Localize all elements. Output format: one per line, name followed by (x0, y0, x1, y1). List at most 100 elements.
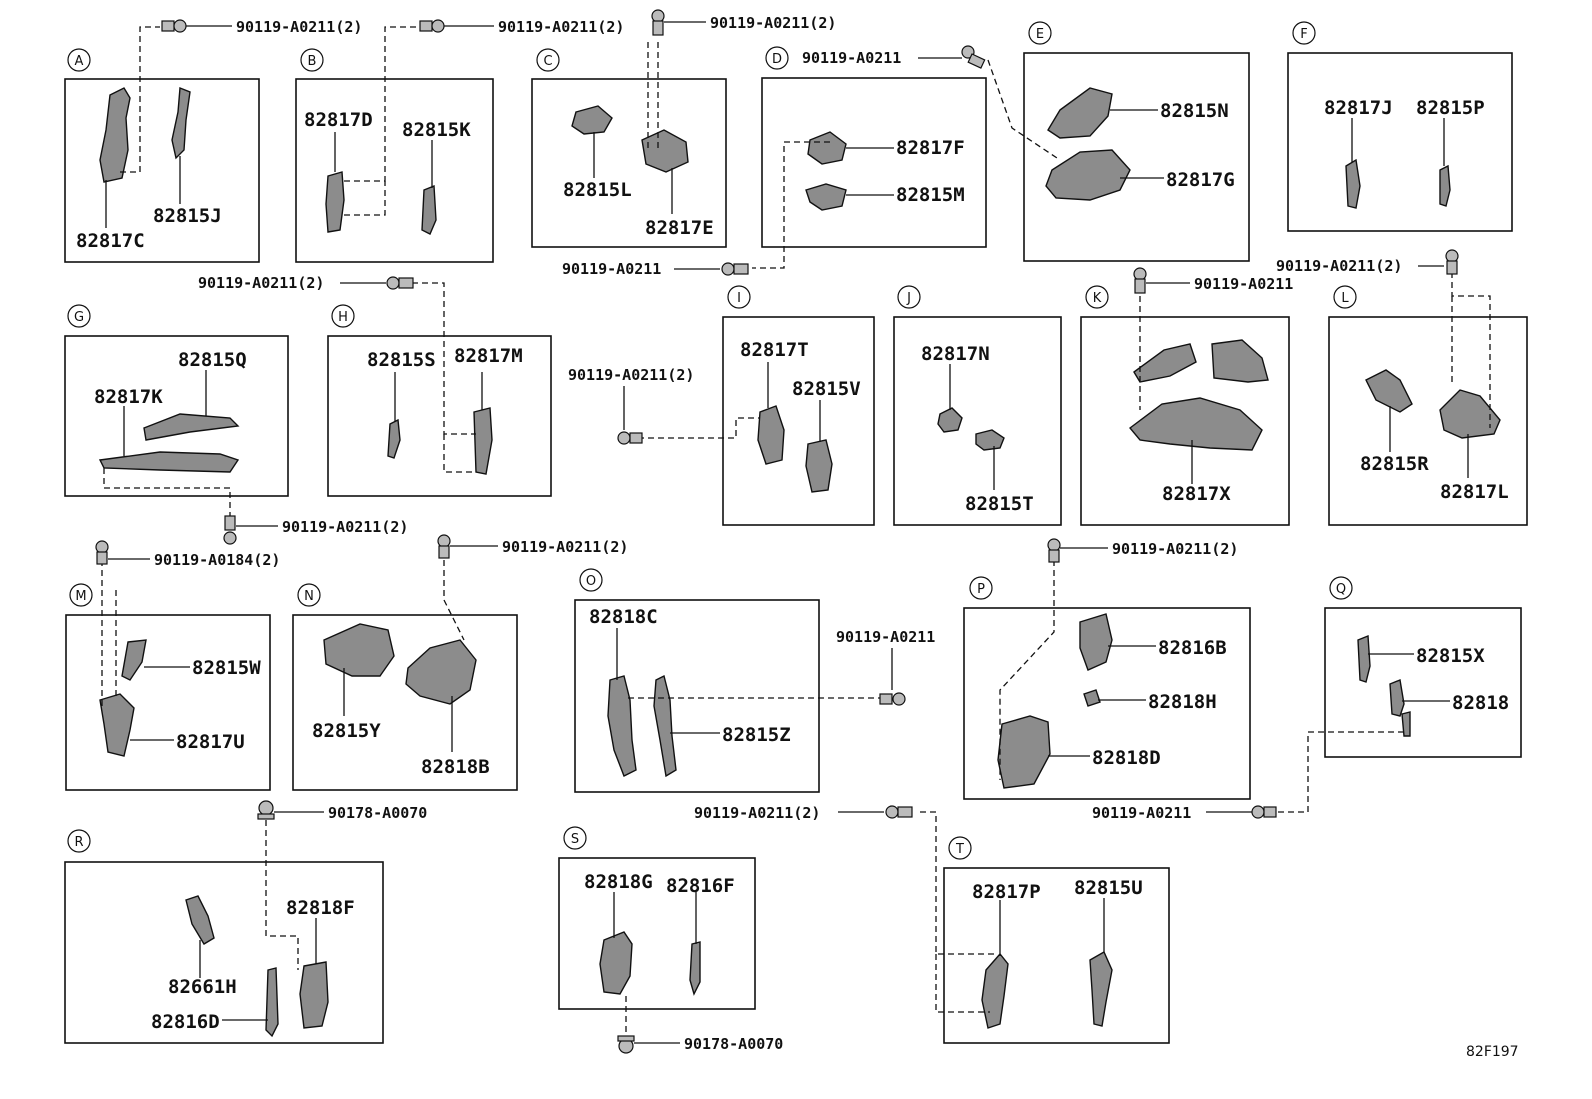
part-number-label: 82815W (192, 657, 261, 679)
section-box (943, 867, 1170, 1044)
clip-part-icon (185, 895, 215, 945)
bracket-part-icon (1133, 343, 1197, 383)
section-letter-circle (300, 48, 324, 72)
section-letter-circle (1292, 21, 1316, 45)
fastener-dash-line (1451, 272, 1491, 428)
section-letter-circle (67, 829, 91, 853)
part-number-label: 82817U (176, 731, 245, 753)
bracket-part-icon (171, 86, 191, 160)
clip-part-icon (599, 931, 633, 995)
clip-part-icon (807, 131, 847, 165)
fastener-label: 90119-A0211(2) (710, 14, 836, 32)
section-letter-circle (67, 48, 91, 72)
fastener-label: 90119-A0211 (1092, 804, 1191, 822)
bolt-icon (651, 9, 665, 36)
section-letter: F (1300, 27, 1307, 42)
fastener-label: 90119-A0211 (802, 49, 901, 67)
section-r: R 82818F 82661H 82816D (64, 820, 384, 1044)
bracket-part-icon (143, 413, 240, 441)
part-number-label: 82818H (1148, 691, 1217, 713)
fastener-dash-line (344, 181, 386, 216)
bracket-part-icon (98, 451, 240, 473)
section-c: C 82815L 82817E (531, 40, 727, 248)
part-number-label: 82815M (896, 184, 965, 206)
section-letter-circle (297, 583, 321, 607)
section-letter: O (586, 574, 596, 589)
part-number-label: 82816D (151, 1011, 220, 1033)
bolt-icon (386, 276, 414, 290)
bolt-icon (961, 45, 986, 69)
section-box (64, 78, 260, 263)
part-number-label: 82815X (1416, 645, 1485, 667)
bolt-icon (95, 540, 109, 565)
fasteners-layer: 90119-A0211(2) 90119-A0211(2) 90119-A021… (95, 9, 1459, 1054)
part-number-label: 82661H (168, 976, 237, 998)
bracket-part-icon (1045, 149, 1131, 201)
bracket-part-icon (405, 639, 477, 705)
part-number-label: 82817E (645, 217, 714, 239)
fastener-label: 90119-A0211(2) (1112, 540, 1238, 558)
clamp-part-icon (1345, 158, 1361, 209)
bracket-part-icon (653, 674, 677, 778)
section-letter: E (1036, 27, 1044, 42)
section-letter-circle (765, 46, 789, 70)
section-box (574, 599, 820, 793)
section-box (761, 77, 987, 248)
section-letter: R (74, 835, 83, 850)
section-letter-circle (536, 48, 560, 72)
part-number-label: 82817P (972, 881, 1041, 903)
clamp-part-icon (121, 639, 147, 681)
section-letter: D (772, 52, 782, 67)
part-number-label: 82817D (304, 109, 373, 131)
section-letter-circle (579, 568, 603, 592)
section-letter: P (977, 582, 985, 597)
section-box (531, 78, 727, 248)
section-letter-circle (331, 304, 355, 328)
clip-part-icon (99, 693, 135, 757)
bolt-icon (617, 431, 643, 445)
part-number-label: 82818G (584, 871, 653, 893)
fastener-label: 90119-A0211(2) (502, 538, 628, 556)
clip-part-icon (641, 129, 689, 173)
clamp-part-icon (689, 941, 701, 996)
section-n: N 82815Y 82818B (292, 560, 518, 791)
clamp-part-icon (387, 418, 401, 459)
part-number-label: 82815K (402, 119, 471, 141)
bolt-icon (721, 262, 749, 276)
section-letter-circle (969, 576, 993, 600)
part-number-label: 82815P (1416, 97, 1485, 119)
section-box (295, 78, 494, 263)
section-e: E 82815N 82817G (987, 21, 1250, 262)
section-letter: S (571, 832, 579, 847)
section-b: B 82817D 82815K (295, 26, 494, 263)
bolt-icon (1251, 805, 1277, 819)
part-number-label: 82817F (896, 137, 965, 159)
part-number-label: 82817M (454, 345, 523, 367)
part-number-label: 82815V (792, 378, 861, 400)
fastener-dash-line (443, 434, 476, 473)
part-number-label: 82815N (1160, 100, 1229, 122)
section-h: H 82815S 82817M (327, 282, 552, 497)
section-letter: Q (1336, 582, 1346, 597)
clamp-part-icon (1401, 711, 1411, 737)
section-a: A 82817C 82815J (64, 26, 260, 263)
part-number-label: 82815L (563, 179, 632, 201)
section-box (64, 861, 384, 1044)
bracket-part-icon (981, 952, 1009, 1029)
section-box (64, 335, 289, 497)
part-number-label: 82817K (94, 386, 163, 408)
section-box (1328, 316, 1528, 526)
section-o: O 82818C 82815Z (574, 568, 880, 793)
section-g: G 82815Q 82817K (64, 304, 289, 520)
section-box (1023, 52, 1250, 262)
section-box (558, 857, 756, 1010)
fastener-dash-line (999, 560, 1055, 780)
bolt-icon (257, 800, 275, 820)
fastener-label: 90119-A0211(2) (498, 18, 624, 36)
bracket-part-icon (1211, 339, 1269, 383)
section-i: I 82817T 82815V (638, 285, 875, 526)
section-letter-circle (727, 285, 751, 309)
clip-part-icon (937, 407, 963, 433)
part-number-label: 82815Y (312, 720, 381, 742)
section-letter: I (737, 291, 741, 306)
